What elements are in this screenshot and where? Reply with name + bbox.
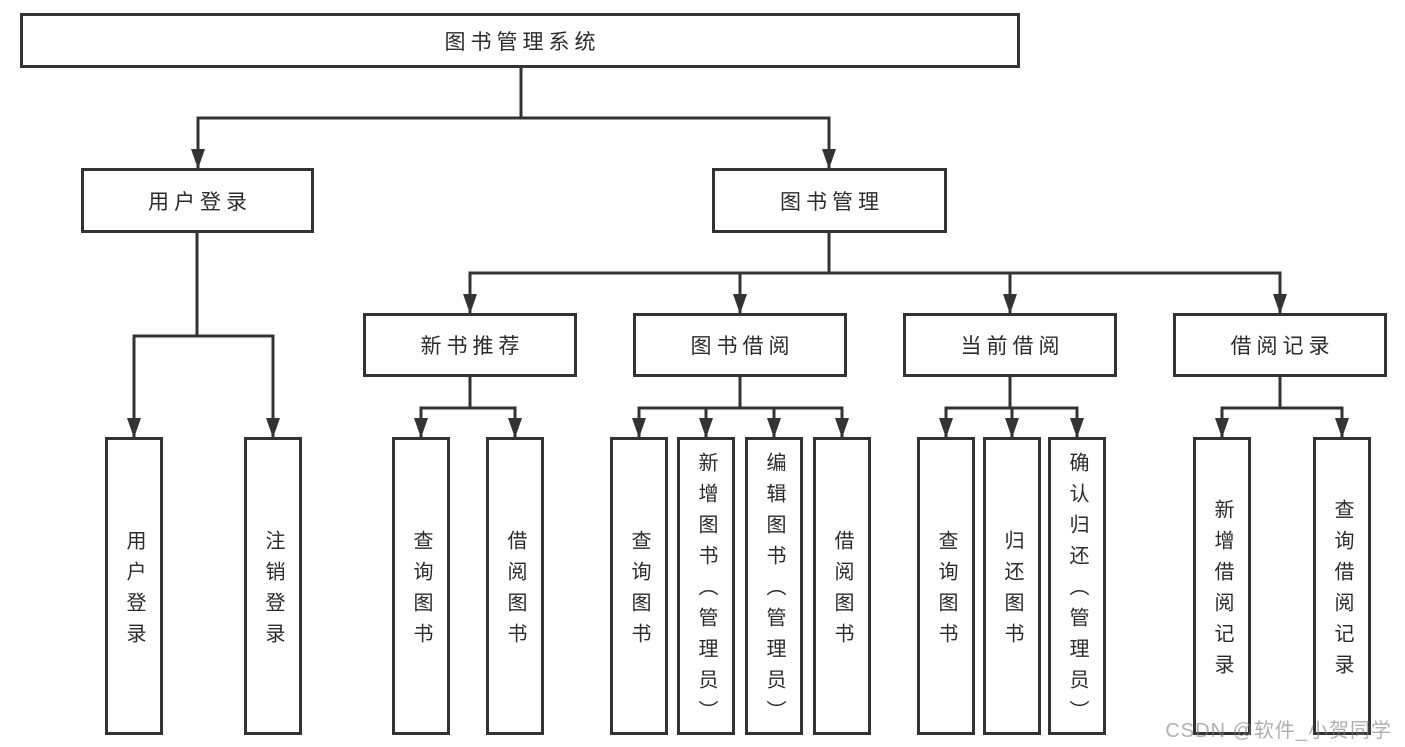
- node-root: 图书管理系统: [20, 13, 1020, 68]
- node-borrow-records: 借阅记录: [1173, 313, 1387, 377]
- leaf-query-books-recommend: 查询图书: [392, 437, 450, 735]
- leaf-query-books-borrow: 查询图书: [610, 437, 668, 735]
- leaf-edit-book-admin: 编辑图书（管理员）: [745, 437, 803, 735]
- leaf-query-books-current: 查询图书: [917, 437, 975, 735]
- node-book-borrow: 图书借阅: [633, 313, 847, 377]
- node-label: 确认归还（管理员）: [1066, 452, 1088, 731]
- node-label: 新书推荐: [420, 335, 525, 358]
- node-label: 用户登录: [148, 190, 252, 214]
- leaf-borrow-books: 借阅图书: [813, 437, 871, 735]
- node-label: 查询图书: [935, 529, 957, 654]
- node-label: 图书管理系统: [444, 30, 601, 54]
- node-label: 借阅图书: [504, 529, 526, 654]
- leaf-logout: 注销登录: [244, 437, 302, 735]
- node-label: 查询图书: [628, 529, 650, 654]
- node-label: 归还图书: [1001, 529, 1023, 654]
- leaf-borrow-books-recommend: 借阅图书: [486, 437, 544, 735]
- leaf-add-book-admin: 新增图书（管理员）: [677, 437, 735, 735]
- node-label: 图书借阅: [690, 335, 795, 358]
- node-label: 新增图书（管理员）: [695, 452, 717, 731]
- csdn-watermark: CSDN @软件_小贺同学: [1165, 720, 1392, 742]
- node-label: 查询借阅记录: [1331, 498, 1353, 685]
- node-label: 编辑图书（管理员）: [763, 452, 785, 731]
- node-label: 注销登录: [262, 529, 284, 654]
- leaf-user-login: 用户登录: [105, 437, 163, 735]
- node-book-management: 图书管理: [712, 168, 947, 233]
- node-label: 新增借阅记录: [1211, 498, 1233, 685]
- node-label: 用户登录: [123, 529, 145, 654]
- node-label: 借阅记录: [1230, 335, 1335, 358]
- leaf-add-borrow-record: 新增借阅记录: [1193, 437, 1251, 735]
- node-label: 查询图书: [410, 529, 432, 654]
- leaf-return-books: 归还图书: [983, 437, 1041, 735]
- node-new-book-recommend: 新书推荐: [363, 313, 577, 377]
- node-label: 当前借阅: [960, 335, 1065, 358]
- node-user-login: 用户登录: [81, 168, 314, 233]
- leaf-confirm-return-admin: 确认归还（管理员）: [1048, 437, 1106, 735]
- leaf-query-borrow-record: 查询借阅记录: [1313, 437, 1371, 735]
- node-current-borrow: 当前借阅: [903, 313, 1117, 377]
- node-label: 借阅图书: [831, 529, 853, 654]
- node-label: 图书管理: [780, 190, 884, 214]
